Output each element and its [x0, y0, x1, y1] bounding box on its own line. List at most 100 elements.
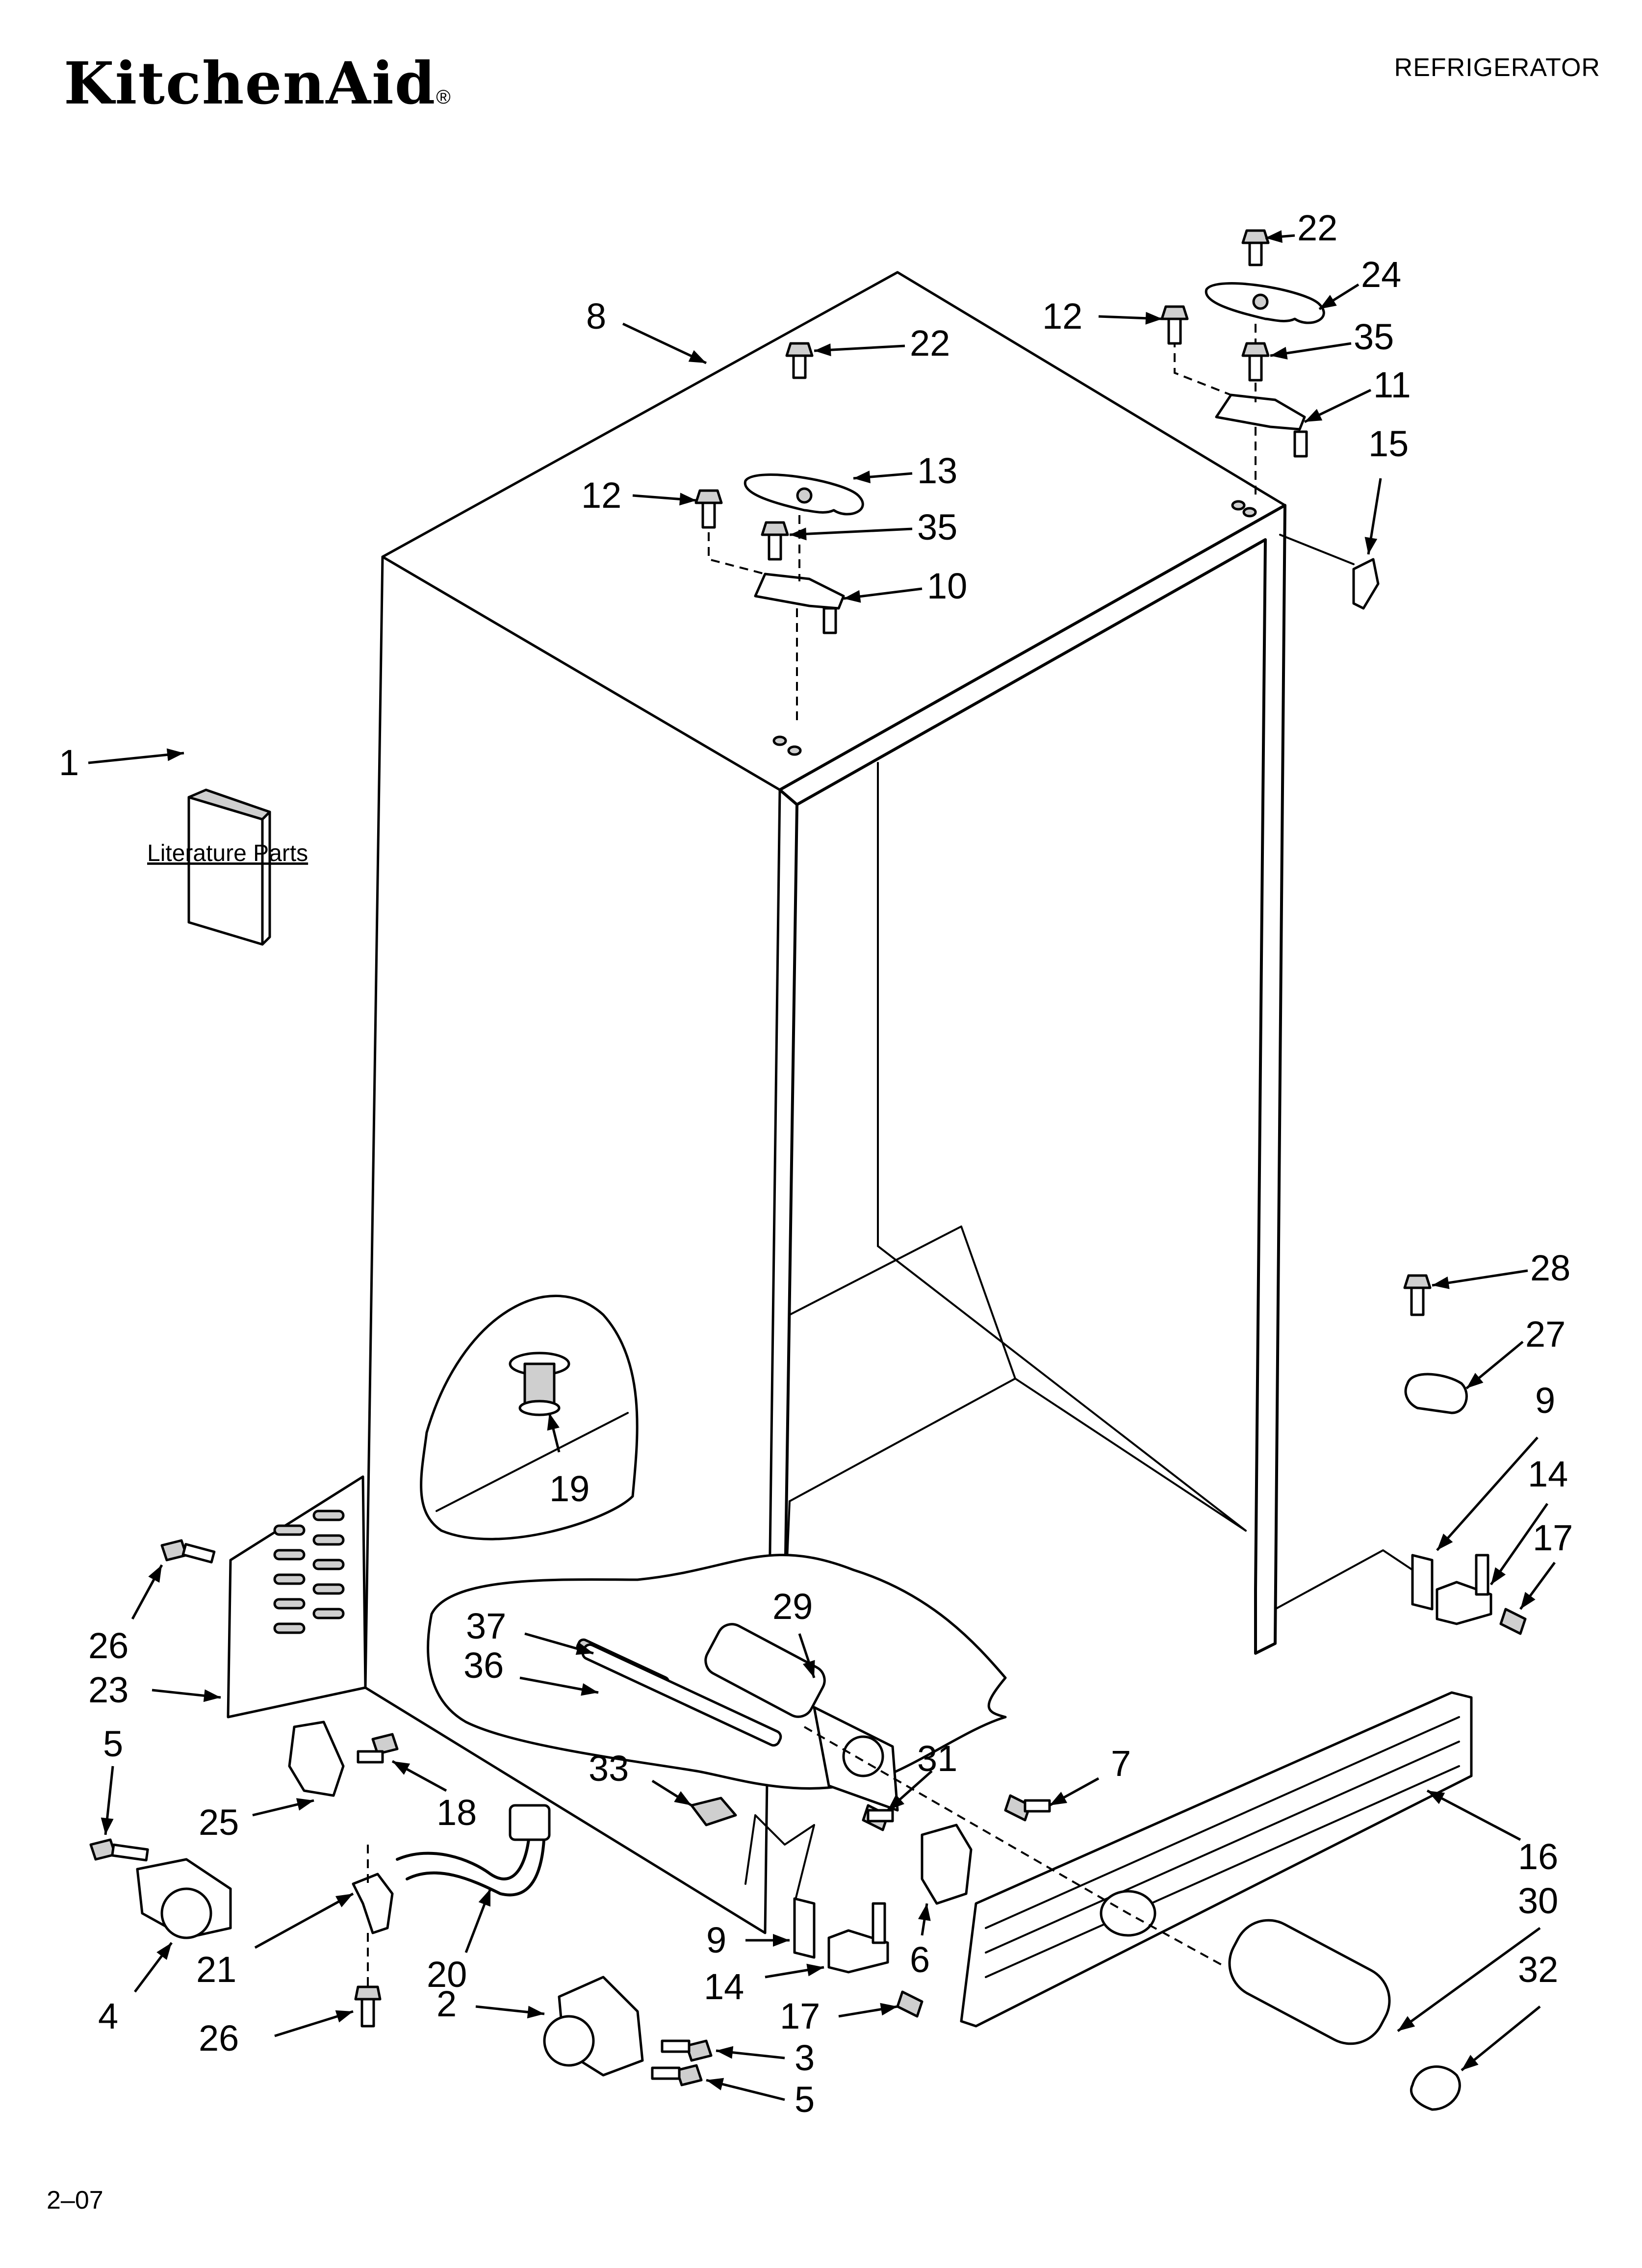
screw-5-bottom: [651, 2064, 703, 2086]
drain-tube-20: [396, 1824, 531, 1880]
plate-9-right: [1411, 1554, 1434, 1611]
callout-11: 11: [1304, 365, 1411, 423]
arrowhead: [148, 1565, 162, 1583]
arrowhead: [888, 1794, 905, 1810]
callout-21: 21: [196, 1892, 354, 1990]
svg-text:6: 6: [910, 1939, 930, 1980]
arrowhead: [1462, 2055, 1479, 2070]
clip-33: [690, 1797, 737, 1826]
callout-26-left: 26: [88, 1564, 163, 1666]
svg-text:27: 27: [1525, 1314, 1565, 1355]
arrowhead: [527, 2006, 544, 2019]
filter-cap-32: [1410, 2065, 1461, 2111]
screw-22-mid: [785, 342, 814, 379]
svg-text:9: 9: [706, 1920, 726, 1960]
arrowhead: [166, 748, 184, 761]
cutaway-19-edge: [436, 1412, 629, 1512]
water-filter-30: [1228, 1919, 1391, 2045]
svg-text:15: 15: [1368, 423, 1409, 464]
hinge-plate-11: [1215, 393, 1306, 431]
svg-text:11: 11: [1373, 365, 1411, 405]
arrowhead: [1270, 347, 1288, 360]
callout-25: 25: [199, 1799, 314, 1843]
arrowhead: [1398, 2016, 1415, 2031]
svg-text:30: 30: [1518, 1880, 1558, 1921]
arrowhead: [1427, 1791, 1445, 1804]
grille-rib: [985, 1765, 1460, 1978]
svg-text:17: 17: [780, 1996, 820, 2036]
cabinet-front-right-edge: [778, 504, 1286, 1655]
cabinet-front-left-edge: [778, 788, 798, 1620]
arrowhead: [806, 1963, 824, 1977]
svg-text:9: 9: [1535, 1380, 1555, 1421]
top-hole: [772, 735, 787, 746]
liner-floor: [877, 1245, 1247, 1532]
svg-text:3: 3: [795, 2037, 815, 2078]
arrowhead: [156, 1943, 172, 1960]
section-title: REFRIGERATOR: [1394, 53, 1600, 82]
rear-hardware: [89, 1475, 551, 2028]
literature-label: Literature Parts: [147, 840, 308, 866]
svg-text:14: 14: [704, 1966, 744, 2007]
callout-33: 33: [589, 1748, 693, 1807]
svg-text:8: 8: [586, 296, 606, 337]
callout-8: 8: [586, 296, 707, 365]
svg-text:2: 2: [436, 1983, 457, 2024]
callout-9-right: 9: [1436, 1380, 1555, 1551]
hinge-pin: [1293, 430, 1308, 458]
liner-shelf: [789, 1225, 1016, 1502]
arrowhead: [1432, 1276, 1450, 1289]
callout-12-right: 12: [1042, 296, 1163, 337]
callout-14-right: 14: [1489, 1454, 1568, 1586]
arrowhead: [674, 1791, 692, 1805]
svg-text:22: 22: [910, 323, 950, 364]
svg-text:16: 16: [1518, 1836, 1558, 1877]
cutaway-19-outline: [420, 1295, 639, 1540]
callout-17-bottom: 17: [780, 1996, 898, 2036]
top-hole: [787, 745, 802, 756]
callout-1: 1: [59, 742, 184, 783]
arrowhead: [802, 1660, 815, 1678]
arrowhead: [203, 1689, 221, 1702]
callout-26-bottom: 26: [199, 2010, 354, 2059]
arrowhead: [1364, 537, 1378, 554]
svg-text:19: 19: [549, 1468, 590, 1509]
svg-text:25: 25: [199, 1802, 239, 1843]
arrowhead: [1437, 1533, 1453, 1550]
arrowhead: [706, 2078, 724, 2090]
svg-text:4: 4: [98, 1996, 118, 2036]
top-hinge-right: [1160, 229, 1380, 610]
top-hinge-left: [694, 342, 864, 726]
water-filter-housing: [704, 1623, 826, 1718]
callout-22-mid: 22: [814, 323, 950, 364]
callout-28: 28: [1432, 1248, 1570, 1288]
arrowhead: [880, 2003, 898, 2016]
arrowhead: [478, 1889, 490, 1907]
svg-text:14: 14: [1528, 1454, 1568, 1494]
svg-text:21: 21: [196, 1949, 236, 1990]
arrowhead: [688, 350, 706, 363]
arrowhead: [1491, 1567, 1506, 1585]
screw-26-left: [160, 1539, 216, 1564]
svg-text:17: 17: [1533, 1517, 1573, 1558]
callout-32: 32: [1461, 1949, 1558, 2071]
brand-name: KitchenAid: [64, 49, 436, 117]
bracket-6: [921, 1824, 973, 1905]
bracket-15: [1352, 558, 1380, 610]
pin-14-right: [1475, 1554, 1489, 1596]
liner-shelf-edge: [1014, 1378, 1247, 1532]
arrowhead: [716, 2046, 734, 2059]
rear-grille-23: [227, 1475, 367, 1719]
svg-text:7: 7: [1111, 1743, 1131, 1784]
svg-text:1: 1: [59, 742, 79, 783]
screw-28: [1403, 1274, 1432, 1316]
arrowhead: [1050, 1792, 1068, 1805]
grille-slots: [273, 1510, 345, 1634]
screw-17-bottom: [896, 1990, 924, 2018]
callout-22-top: 22: [1265, 208, 1337, 248]
arrowhead: [853, 470, 871, 484]
callout-18: 18: [391, 1760, 477, 1833]
screw-12-left: [694, 489, 723, 529]
callout-14-bottom: 14: [704, 1966, 824, 2007]
